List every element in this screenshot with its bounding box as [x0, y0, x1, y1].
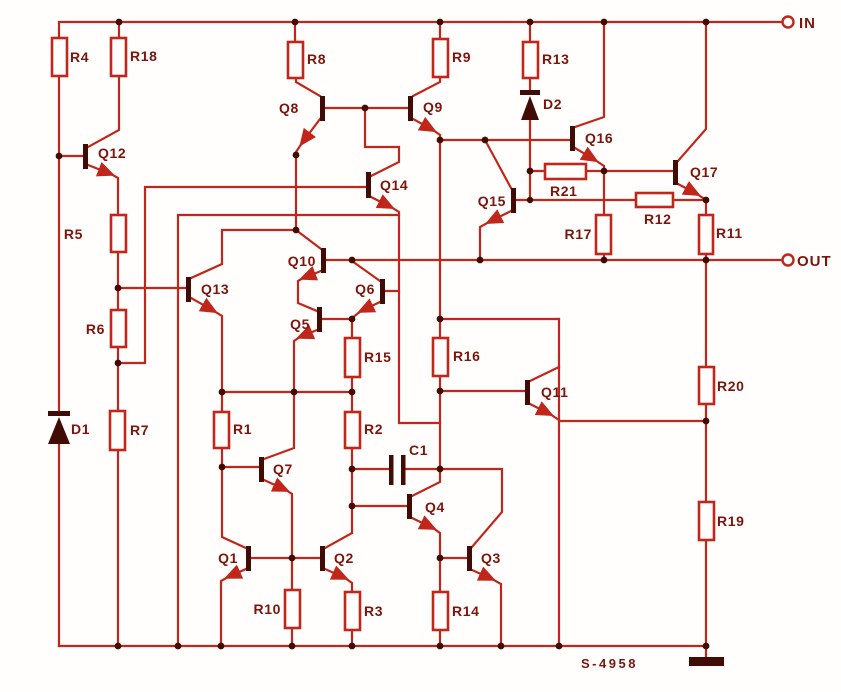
in-terminal-icon — [781, 15, 795, 29]
resistor-label: R16 — [453, 348, 480, 364]
transistor-Q4: Q4 — [407, 494, 445, 519]
transistor-Q13: Q13 — [186, 277, 229, 302]
resistors: R4 R18 R8 R9 R13 R5 R6 R7 R1 R15 R16 R2 … — [50, 36, 744, 632]
transistor-Q11: Q11 — [525, 380, 569, 405]
resistor-R19: R19 — [697, 500, 744, 542]
transistor-Q8: Q8 — [279, 96, 325, 121]
resistor-R11: R11 — [697, 213, 743, 256]
transistor-Q17: Q17 — [673, 160, 718, 185]
resistor-label: R20 — [717, 378, 744, 394]
in-terminal-label: IN — [799, 15, 816, 32]
resistor-label: R4 — [70, 49, 89, 65]
transistor-label: Q12 — [98, 145, 126, 161]
resistor-label: R3 — [364, 603, 383, 619]
resistor-R15: R15 — [343, 336, 391, 379]
transistor-label: Q15 — [478, 193, 506, 209]
transistor-Q9: Q9 — [408, 96, 443, 121]
capacitor-label: C1 — [409, 442, 428, 458]
resistor-label: R18 — [130, 48, 157, 64]
transistor-label: Q11 — [541, 384, 569, 400]
resistor-R2: R2 — [343, 410, 383, 450]
transistor-Q6: Q6 — [355, 279, 385, 304]
transistor-label: Q16 — [585, 130, 613, 146]
resistor-R17: R17 — [565, 213, 613, 256]
transistor-label: Q5 — [290, 316, 310, 332]
terminal-out: OUT — [781, 253, 832, 270]
transistor-label: Q9 — [423, 99, 443, 115]
out-terminal-label: OUT — [797, 253, 832, 270]
transistor-label: Q8 — [279, 100, 299, 116]
resistor-R10: R10 — [254, 588, 302, 630]
resistor-label: R5 — [64, 226, 83, 242]
drawing-number: S-4958 — [581, 656, 638, 671]
transistor-label: Q4 — [425, 499, 445, 515]
transistor-label: Q6 — [355, 281, 375, 297]
resistor-label: R2 — [364, 421, 383, 437]
wires — [57, 20, 784, 660]
transistor-label: Q14 — [380, 177, 408, 193]
transistor-label: Q13 — [201, 281, 229, 297]
resistor-label: R12 — [644, 211, 671, 227]
resistor-label: R11 — [716, 225, 743, 241]
resistor-R4: R4 — [50, 36, 89, 78]
resistor-label: R17 — [565, 226, 592, 242]
diode-label: D1 — [71, 421, 90, 437]
resistor-R21: R21 — [543, 162, 588, 199]
transistor-label: Q3 — [481, 550, 501, 566]
resistor-R14: R14 — [431, 590, 479, 632]
resistor-label: R14 — [452, 603, 479, 619]
transistor-Q5: Q5 — [290, 307, 322, 332]
diode-label: D2 — [543, 96, 562, 112]
resistor-label: R13 — [542, 51, 569, 67]
transistor-Q12: Q12 — [83, 144, 126, 169]
diode-D2: D2 — [520, 90, 562, 120]
resistor-label: R10 — [254, 601, 281, 617]
resistor-label: R7 — [130, 422, 149, 438]
transistor-Q2: Q2 — [320, 546, 354, 571]
resistor-label: R15 — [364, 349, 391, 365]
transistor-label: Q7 — [273, 461, 293, 477]
ground-icon — [689, 657, 724, 666]
resistor-R1: R1 — [212, 410, 252, 450]
transistor-label: Q1 — [218, 550, 238, 566]
resistor-R8: R8 — [286, 40, 326, 80]
transistor-Q3: Q3 — [467, 546, 501, 571]
transistor-label: Q2 — [334, 550, 354, 566]
resistor-R13: R13 — [521, 40, 569, 80]
transistor-Q16: Q16 — [570, 126, 613, 151]
resistor-label: R1 — [233, 421, 252, 437]
diode-D1: D1 — [48, 411, 90, 444]
ground-symbol — [689, 657, 724, 666]
junction-dots — [55, 18, 710, 650]
transistor-label: Q17 — [690, 164, 718, 180]
resistor-label: R9 — [452, 49, 471, 65]
resistor-label: R6 — [86, 321, 105, 337]
wire-top-rail — [57, 20, 784, 40]
resistor-R16: R16 — [431, 336, 480, 378]
resistor-R7: R7 — [108, 409, 149, 452]
transistor-Q15: Q15 — [478, 188, 516, 213]
transistor-Q14: Q14 — [366, 172, 408, 198]
resistor-R12: R12 — [634, 191, 675, 227]
transistor-Q1: Q1 — [218, 546, 251, 571]
transistor-label: Q10 — [288, 253, 316, 269]
capacitor-C1: C1 — [389, 442, 428, 485]
resistor-R6: R6 — [86, 308, 128, 349]
transistors: Q12 Q8 Q9 Q14 Q16 Q17 Q15 Q13 Q10 Q6 Q5 … — [83, 96, 718, 571]
resistor-R5: R5 — [64, 213, 128, 254]
transistor-Q10: Q10 — [288, 248, 326, 273]
out-terminal-icon — [781, 253, 795, 267]
resistor-label: R21 — [550, 183, 577, 199]
transistor-Q7: Q7 — [259, 457, 293, 482]
resistor-label: R8 — [307, 51, 326, 67]
resistor-R20: R20 — [697, 365, 744, 406]
resistor-R9: R9 — [431, 37, 471, 79]
resistor-label: R19 — [717, 513, 744, 529]
resistor-R18: R18 — [109, 36, 157, 78]
terminal-in: IN — [781, 15, 816, 32]
resistor-R3: R3 — [343, 590, 383, 632]
